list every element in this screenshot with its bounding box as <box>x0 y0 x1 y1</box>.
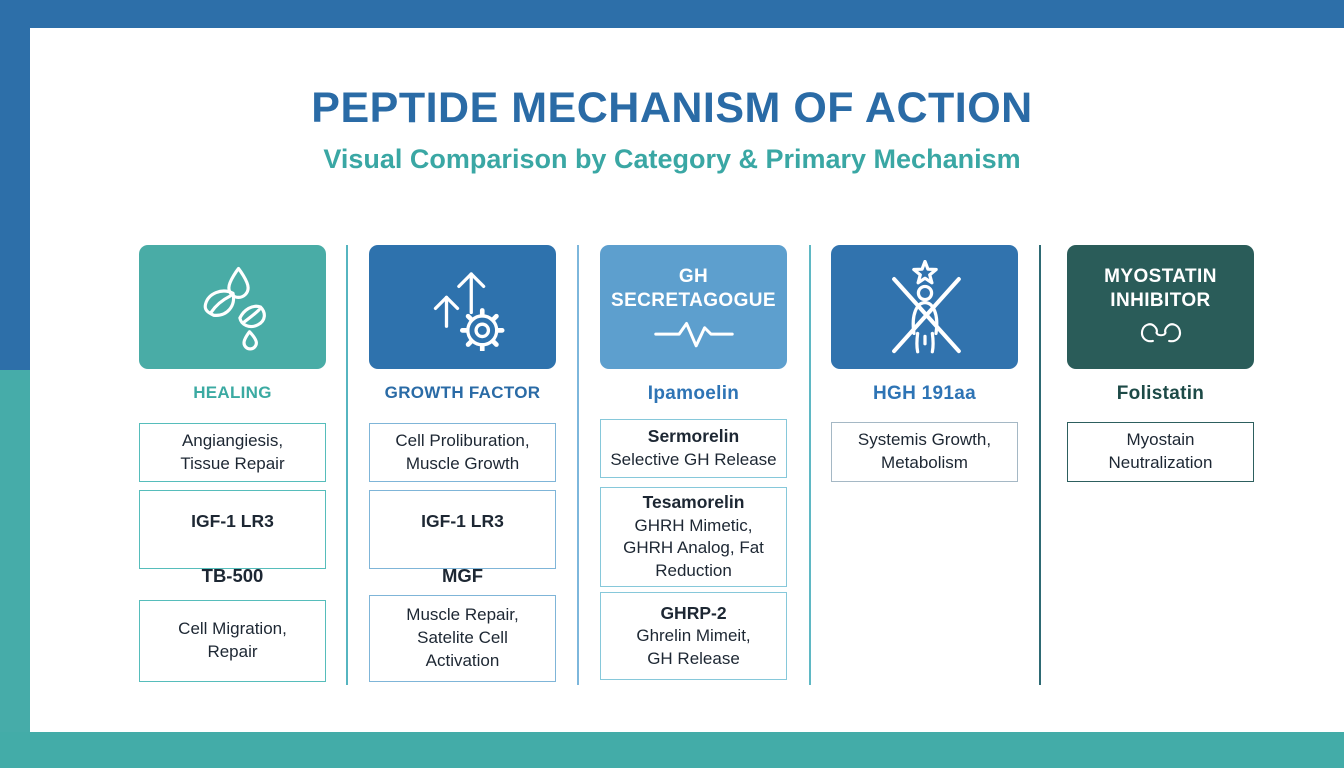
peptide-box: Sermorelin Selective GH Release <box>600 419 787 478</box>
left-frame-bar-blue <box>0 28 30 370</box>
peptide-box: IGF-1 LR3 <box>369 490 556 569</box>
column-divider <box>346 245 348 685</box>
mechanism-box: Cell Proliburation, Muscle Growth <box>369 423 556 482</box>
peptide-name: Sermorelin <box>647 426 740 447</box>
category-card-gh-secretagogue: GH SECRETAGOGUE <box>600 245 787 369</box>
mechanism-line: Tissue Repair <box>180 453 285 473</box>
column-divider <box>809 245 811 685</box>
peptide-box: Tesamorelin GHRH Mimetic, GHRH Analog, F… <box>600 487 787 587</box>
mechanism-line: Metabolism <box>881 453 968 472</box>
peptide-name: IGF-1 LR3 <box>191 510 274 531</box>
mechanism-box: Muscle Repair, Satelite Cell Activation <box>369 595 556 682</box>
peptide-box: GHRP-2 Ghrelin Mimeit, GH Release <box>600 592 787 680</box>
pulse-line-icon <box>653 321 734 347</box>
mechanism-box: Angiangiesis, Tissue Repair <box>139 423 326 482</box>
mechanism-box: Systemis Growth, Metabolism <box>831 422 1018 482</box>
person-star-crossed-icon <box>891 260 961 354</box>
mechanism-line: Repair <box>207 642 258 661</box>
mechanism-line: GHRH Mimetic, <box>634 515 753 535</box>
column-hgh-191aa: HGH 191aa Systemis Growth, Metabolism <box>831 245 1018 685</box>
mechanism-line: Ghrelin Mimeit, <box>636 625 751 645</box>
column-label-folistatin: Folistatin <box>1116 383 1205 404</box>
column-growth-factor: GROWTH FACTOR Cell Proliburation, Muscle… <box>369 245 556 685</box>
mechanism-line: Systemis Growth, <box>857 430 992 450</box>
peptide-name: IGF-1 LR3 <box>421 510 504 531</box>
mechanism-line: Neutralization <box>1108 453 1213 472</box>
page-title: PEPTIDE MECHANISM OF ACTION <box>311 84 1033 132</box>
double-bicep-icon <box>1140 322 1181 342</box>
peptide-name: Tesamorelin <box>642 492 745 513</box>
top-frame-bar <box>0 0 1344 28</box>
mechanism-box: Myostain Neutralization <box>1067 422 1254 482</box>
mechanism-line: Selective GH Release <box>610 449 777 469</box>
mechanism-box: Cell Migration, Repair <box>139 600 326 682</box>
mechanism-line: Muscle Repair, <box>406 605 519 625</box>
mechanism-line: Cell Migration, <box>178 619 287 639</box>
column-label-healing: HEALING <box>193 383 272 402</box>
column-divider <box>577 245 579 685</box>
mechanism-line: Muscle Growth <box>405 453 520 473</box>
mechanism-line: Activation <box>425 650 500 670</box>
mechanism-line: GHRH Analog, Fat <box>623 538 764 558</box>
category-card-myostatin: MYOSTATIN INHIBITOR <box>1067 245 1254 369</box>
mechanism-line: Myostain <box>1126 430 1195 450</box>
growth-arrows-gear-icon <box>433 272 505 351</box>
category-card-growth-factor <box>369 245 556 369</box>
column-myostatin-inhibitor: MYOSTATIN INHIBITOR Folistatin Myostain … <box>1067 245 1254 685</box>
bottom-frame-bar <box>0 732 1344 768</box>
card-title-line: MYOSTATIN <box>1104 266 1217 288</box>
peptide-name: GHRP-2 <box>660 602 727 623</box>
card-title-gh-secretagogue: GH SECRETAGOGUE <box>611 265 776 311</box>
card-title-line: INHIBITOR <box>1110 289 1211 311</box>
column-healing: HEALING Angiangiesis, Tissue Repair IGF-… <box>139 245 326 685</box>
card-title-line: GH <box>678 266 709 288</box>
mechanism-line: Angiangiesis, <box>181 430 284 450</box>
peptide-name-free: TB-500 <box>201 565 264 586</box>
card-title-myostatin: MYOSTATIN INHIBITOR <box>1104 265 1217 311</box>
column-label-growth-factor: GROWTH FACTOR <box>384 383 541 402</box>
leaf-droplets-icon <box>203 266 266 351</box>
category-card-hgh <box>831 245 1018 369</box>
peptide-name-free: MGF <box>441 565 484 586</box>
column-divider <box>1039 245 1041 685</box>
mechanism-line: Reduction <box>655 561 732 581</box>
column-gh-secretagogue: GH SECRETAGOGUE Ipamoelin Sermorelin Sel… <box>600 245 787 685</box>
column-label-hgh-191aa: HGH 191aa <box>872 383 977 404</box>
card-title-line: SECRETAGOGUE <box>611 289 776 311</box>
left-frame-bar-teal <box>0 370 30 732</box>
mechanism-line: Cell Proliburation, <box>395 430 530 450</box>
column-label-ipamoelin: Ipamoelin <box>647 383 740 404</box>
mechanism-line: Satelite Cell <box>417 628 508 648</box>
page-subtitle: Visual Comparison by Category & Primary … <box>323 144 1021 174</box>
category-card-healing <box>139 245 326 369</box>
peptide-box: IGF-1 LR3 <box>139 490 326 569</box>
mechanism-line: GH Release <box>647 648 740 668</box>
